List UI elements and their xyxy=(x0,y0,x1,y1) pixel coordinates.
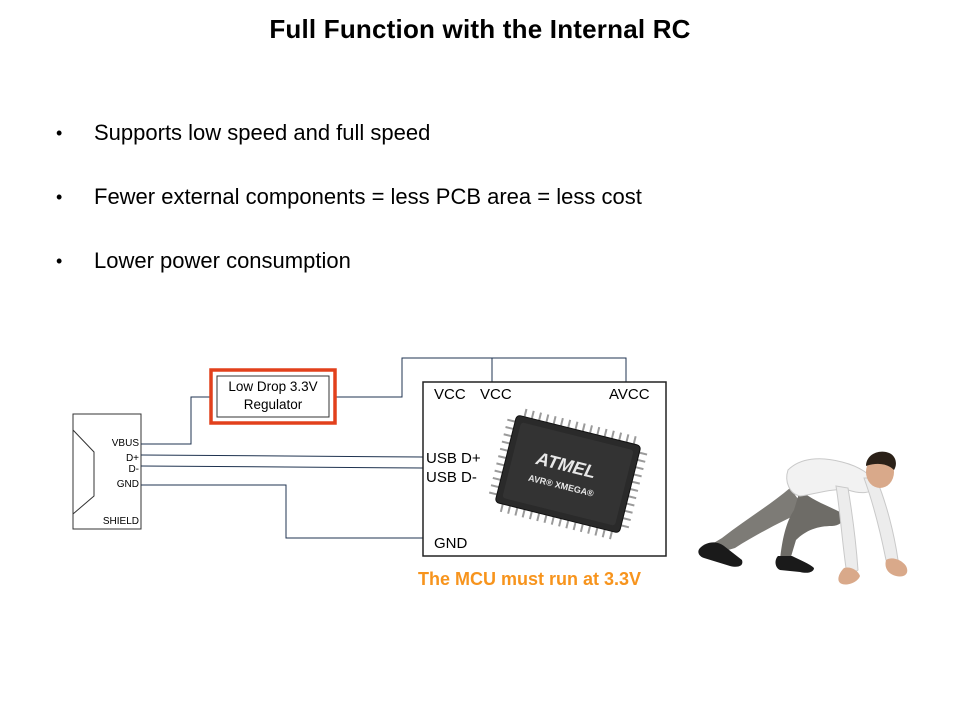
chip-pin xyxy=(624,509,633,514)
mcu-voltage-caption: The MCU must run at 3.3V xyxy=(418,569,642,589)
chip-pin xyxy=(635,466,644,471)
chip-pin xyxy=(492,476,501,481)
bullet-dot-icon: • xyxy=(56,123,63,143)
chip-pin xyxy=(567,419,572,428)
wire-dminus xyxy=(140,465,424,469)
chip-pin xyxy=(521,509,526,518)
pin-vcc2-label: VCC xyxy=(480,386,512,403)
wire-vbus xyxy=(141,396,214,445)
chip-pin xyxy=(507,505,512,514)
bullet-text: Supports low speed and full speed xyxy=(94,120,431,145)
wire-dplus xyxy=(140,454,424,458)
chip-pin xyxy=(629,488,639,492)
chip-pin xyxy=(622,517,631,522)
regulator-line1: Low Drop 3.3V xyxy=(228,379,317,394)
regulator-line2: Regulator xyxy=(244,397,303,412)
pin-usb-dplus-label: USB D+ xyxy=(426,450,481,467)
chip-pin xyxy=(633,473,642,478)
chip-pin xyxy=(596,426,601,436)
chip-pin xyxy=(559,417,564,427)
mcu-block: VCC VCC AVCC USB D+ USB D- GND ATMEL AVR… xyxy=(422,381,667,557)
chip-pin xyxy=(628,495,637,500)
mcu-chip-image: ATMEL AVR® XMEGA® xyxy=(488,408,648,540)
chip-pin xyxy=(550,516,555,525)
bullet-item: • Lower power consumption xyxy=(56,246,642,310)
bullet-dot-icon: • xyxy=(56,251,63,271)
chip-pin xyxy=(528,511,533,520)
chip-pin xyxy=(620,524,630,529)
pin-vbus-label: VBUS xyxy=(112,438,140,449)
chip-pin xyxy=(514,507,519,516)
chip-pin xyxy=(626,502,635,507)
chip-pin xyxy=(503,433,512,438)
chip-pin xyxy=(565,520,570,529)
chip-pin xyxy=(507,418,516,423)
pin-dplus-label: D+ xyxy=(126,453,139,464)
page-title: Full Function with the Internal RC xyxy=(269,14,691,44)
chip-pin xyxy=(572,522,577,531)
chip-pin xyxy=(536,512,541,522)
chip-pin xyxy=(589,425,593,434)
wire-reg-out xyxy=(334,382,403,398)
crouching-man-image xyxy=(698,451,908,585)
pin-gnd-label: GND xyxy=(117,479,139,490)
wires xyxy=(140,357,627,539)
bullet-dot-icon: • xyxy=(56,187,63,207)
regulator: Low Drop 3.3V Regulator xyxy=(209,368,337,425)
chip-pin xyxy=(496,462,505,467)
chip-pin xyxy=(603,428,608,437)
chip-pin xyxy=(594,527,599,536)
pin-dminus-label: D- xyxy=(128,464,139,475)
bullet-text: Lower power consumption xyxy=(94,248,351,273)
chip-pin xyxy=(530,410,535,419)
chip-pin xyxy=(488,491,498,496)
wire-gnd xyxy=(141,484,423,539)
chip-pin xyxy=(631,480,641,485)
chip-pin xyxy=(610,430,615,439)
pin-shield-label: SHIELD xyxy=(103,516,139,527)
bullet-list: • Supports low speed and full speed • Fe… xyxy=(56,118,642,310)
chip-pin xyxy=(632,436,637,445)
chip-pin xyxy=(499,447,509,452)
chip-pin xyxy=(501,440,510,445)
chip-pin xyxy=(505,426,514,430)
bullet-item: • Fewer external components = less PCB a… xyxy=(56,182,642,246)
chip-pin xyxy=(552,416,557,425)
chip-pin xyxy=(579,523,584,533)
pin-vcc1-label: VCC xyxy=(434,386,466,403)
pin-avcc-label: AVCC xyxy=(609,386,650,403)
usb-connector: VBUS D+ D- GND SHIELD xyxy=(72,413,142,530)
bullet-text: Fewer external components = less PCB are… xyxy=(94,184,642,209)
chip-pin xyxy=(609,531,613,540)
chip-pin xyxy=(601,529,606,538)
chip-pin xyxy=(637,458,646,463)
chip-pin xyxy=(625,434,630,443)
bullet-item: • Supports low speed and full speed xyxy=(56,118,642,182)
chip-pin xyxy=(490,484,500,489)
chip-pin xyxy=(574,421,579,430)
chip-pin xyxy=(543,514,548,524)
chip-pin xyxy=(558,518,562,527)
pin-usb-dminus-label: USB D- xyxy=(426,469,477,486)
chip-pin xyxy=(523,408,528,418)
chip-pin xyxy=(538,412,543,421)
chip-pin xyxy=(639,451,648,456)
chip-pin xyxy=(494,469,503,474)
chip-pin xyxy=(498,455,507,460)
wire-vcc-bus xyxy=(401,357,627,382)
chip-pin xyxy=(618,432,623,441)
chip-pin xyxy=(545,414,550,423)
chip-pin xyxy=(587,525,592,534)
chip-pin xyxy=(581,423,586,432)
pin-gnd-mcu-label: GND xyxy=(434,535,468,552)
chip-pin xyxy=(499,503,504,513)
